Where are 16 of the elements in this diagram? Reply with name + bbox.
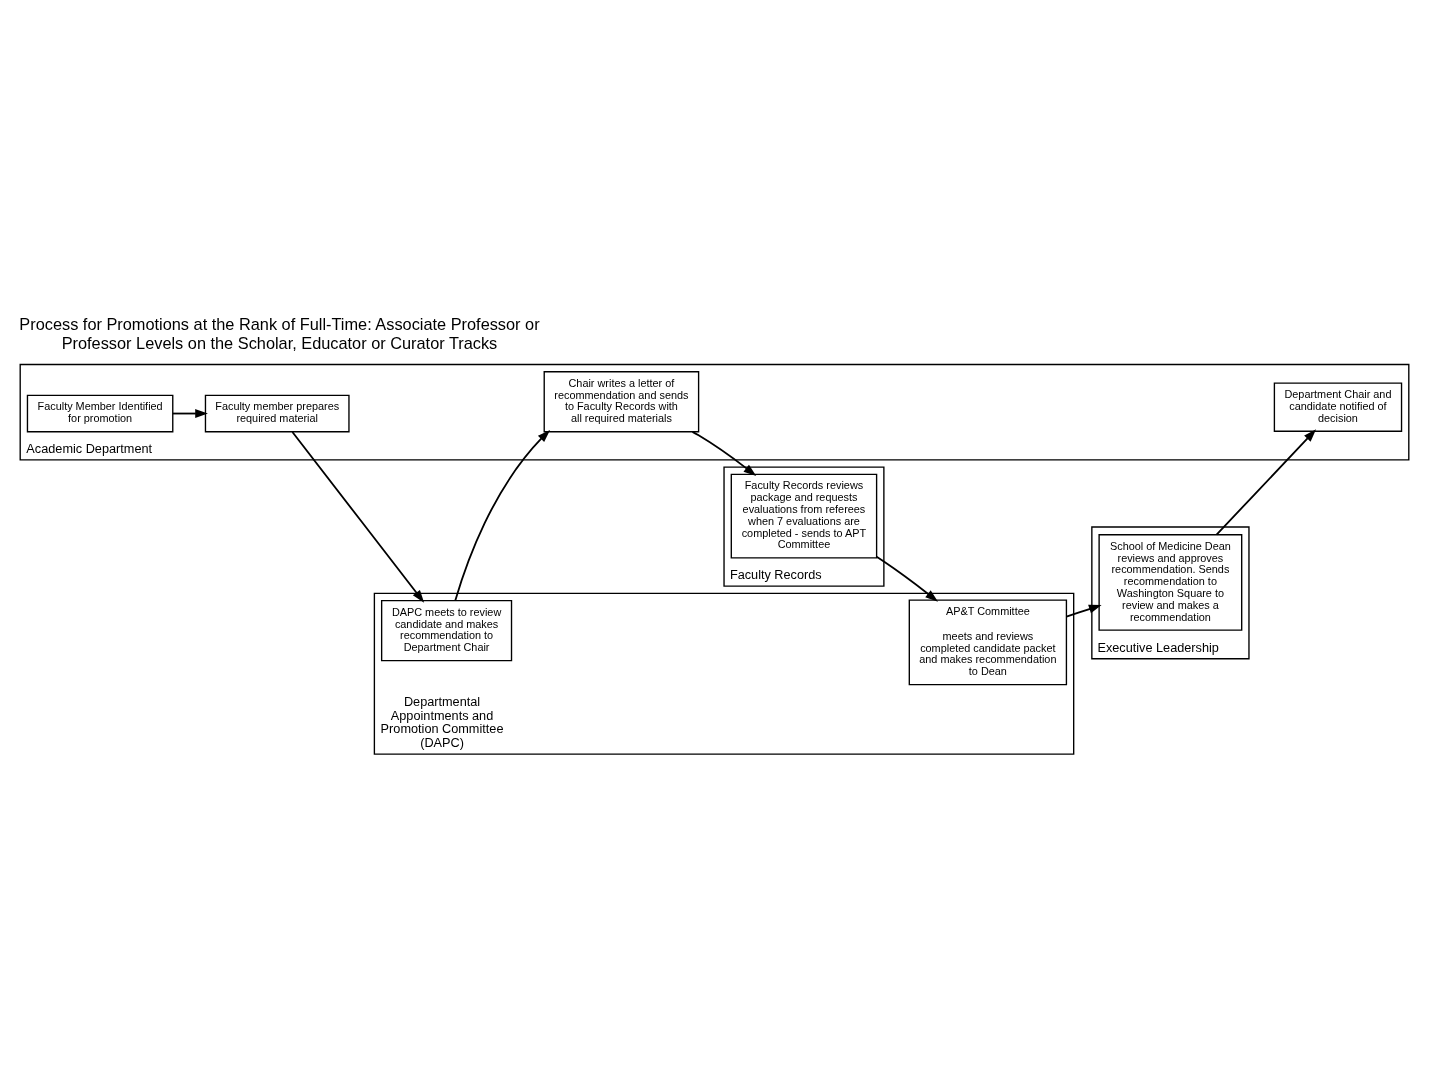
diagram-title: Process for Promotions at the Rank of Full-Time: Associate Professor or Professor Levels on the Scholar, Educator or Curator Tracks bbox=[19, 314, 540, 352]
node-box: DAPC meets to review candidate and makes recommendation to Department Chair bbox=[380, 599, 513, 661]
arrow bbox=[454, 429, 551, 601]
arrow bbox=[1065, 604, 1102, 618]
node-box: Faculty Records reviews package and requests evaluations from referees when 7 evaluations are completed - sends to APT Committee bbox=[730, 473, 878, 559]
node-box: Faculty Member Identified for promotion bbox=[26, 394, 174, 432]
node-box: Department Chair and candidate notified of decision bbox=[1273, 381, 1403, 432]
arrow bbox=[875, 555, 939, 602]
arrow bbox=[691, 430, 757, 476]
node-box: Chair writes a letter of recommendation and sends to Faculty Records with all required materials bbox=[543, 370, 700, 432]
arrow bbox=[291, 430, 425, 603]
arrow bbox=[171, 408, 208, 418]
node-box: AP&T Committee meets and reviews completed candidate packet and makes recommendation to Dean bbox=[908, 599, 1068, 685]
arrow bbox=[1215, 428, 1317, 535]
node-box: School of Medicine Dean reviews and approves recommendation. Sends recommendation to Washington Square to review and makes a recommendation bbox=[1098, 533, 1243, 631]
node-box: Faculty member prepares required material bbox=[204, 394, 350, 432]
